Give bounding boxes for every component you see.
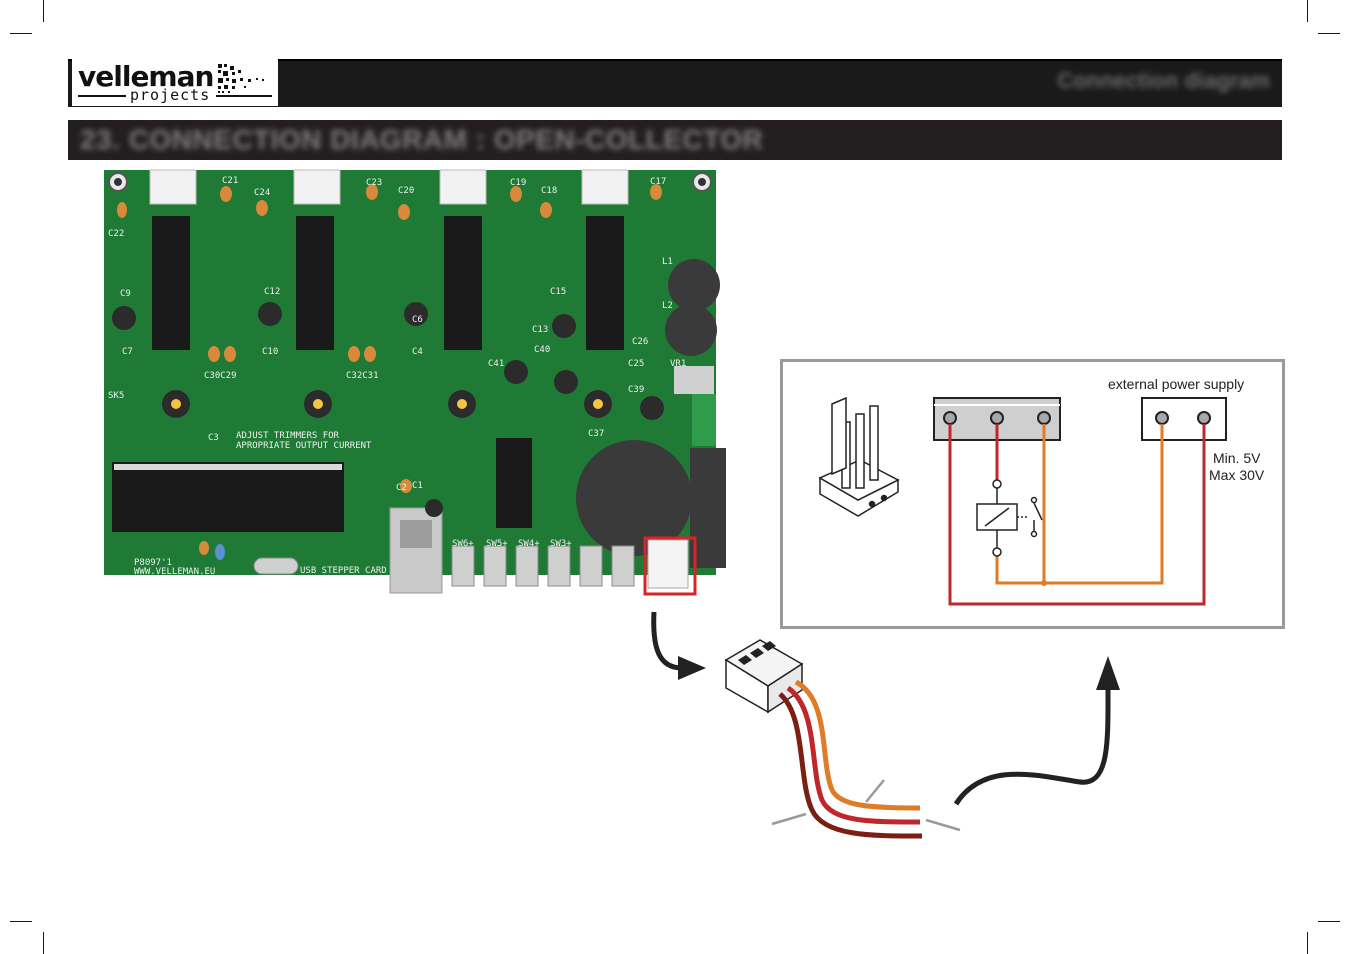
label-c40: C40 <box>534 345 550 355</box>
max-voltage-label: Max 30V <box>1209 467 1265 483</box>
label-l1: L1 <box>662 257 673 267</box>
label-sw6: SW6+ <box>452 539 474 549</box>
label-c20: C20 <box>398 186 414 196</box>
label-c19: C19 <box>510 178 526 188</box>
relay-symbol <box>976 479 1043 557</box>
label-sw5: SW5+ <box>486 539 508 549</box>
min-voltage-label: Min. 5V <box>1213 450 1261 466</box>
crop-mark <box>10 921 32 922</box>
connector-housing <box>724 639 804 714</box>
connector-pin <box>1037 411 1051 425</box>
crop-mark <box>43 0 44 22</box>
connector-pin <box>943 411 957 425</box>
section-title: 23. CONNECTION DIAGRAM : OPEN-COLLECTOR <box>80 124 764 155</box>
label-c24: C24 <box>254 188 270 198</box>
label-c7: C7 <box>122 347 133 357</box>
logo-line <box>78 95 126 97</box>
label-vr1: VR1 <box>670 359 686 369</box>
label-c39: C39 <box>628 385 644 395</box>
label-c10: C10 <box>262 347 278 357</box>
label-c17: C17 <box>650 177 666 187</box>
label-c9: C9 <box>120 289 131 299</box>
label-c21: C21 <box>222 176 238 186</box>
label-c41: C41 <box>488 359 504 369</box>
label-c32c31: C32C31 <box>346 371 379 381</box>
header-right-title: Connection diagram <box>1057 68 1270 93</box>
label-sk5: SK5 <box>108 391 124 401</box>
velleman-logo: velleman projects <box>72 58 278 106</box>
crop-mark <box>43 932 44 954</box>
arrow-down-curve <box>651 611 683 671</box>
crop-mark <box>1307 0 1308 22</box>
label-c1: C1 <box>412 481 423 491</box>
power-supply-symbol <box>1141 397 1227 441</box>
supply-pin <box>1197 411 1211 425</box>
label-c15: C15 <box>550 287 566 297</box>
label-code: P8097'1 <box>134 558 172 568</box>
arrow-head-right <box>678 656 706 680</box>
label-website: WWW.VELLEMAN.EU <box>134 567 215 577</box>
label-c12: C12 <box>264 287 280 297</box>
supply-label: external power supply <box>1108 376 1245 392</box>
logo-line <box>216 95 272 97</box>
section-bar <box>68 120 1282 160</box>
label-c18: C18 <box>541 186 557 196</box>
label-c30c29: C30C29 <box>204 371 237 381</box>
label-adjust-2: APROPRIATE OUTPUT CURRENT <box>236 441 372 451</box>
label-c3: C3 <box>208 433 219 443</box>
crop-mark <box>1307 932 1308 954</box>
label-c6: C6 <box>412 315 423 325</box>
header-pin-illustration <box>818 396 900 517</box>
label-sw3: SW3+ <box>550 539 572 549</box>
arrow-up-curve <box>953 681 1111 806</box>
label-c37: C37 <box>588 429 604 439</box>
label-c22: C22 <box>108 229 124 239</box>
logo-brand: velleman <box>78 60 214 93</box>
label-l2: L2 <box>662 301 673 311</box>
pcb-graphic: C21 C24 C23 C20 C19 C18 C17 C22 C9 C7 C1… <box>104 169 726 596</box>
label-card: USB STEPPER CARD <box>300 566 387 576</box>
logo-sub: projects <box>130 86 211 104</box>
label-sw4: SW4+ <box>518 539 540 549</box>
supply-pin <box>1155 411 1169 425</box>
crop-mark <box>10 33 32 34</box>
crop-mark <box>1318 921 1340 922</box>
arrow-head-up <box>1096 656 1120 690</box>
label-c4: C4 <box>412 347 423 357</box>
label-c26: C26 <box>632 337 648 347</box>
connector-pin <box>990 411 1004 425</box>
label-adjust-1: ADJUST TRIMMERS FOR <box>236 431 340 441</box>
label-c2: C2 <box>396 483 407 493</box>
logo-pixel-pattern <box>218 64 264 93</box>
crop-mark <box>1318 33 1340 34</box>
label-c23: C23 <box>366 178 382 188</box>
label-c25: C25 <box>628 359 644 369</box>
label-c13: C13 <box>532 325 548 335</box>
